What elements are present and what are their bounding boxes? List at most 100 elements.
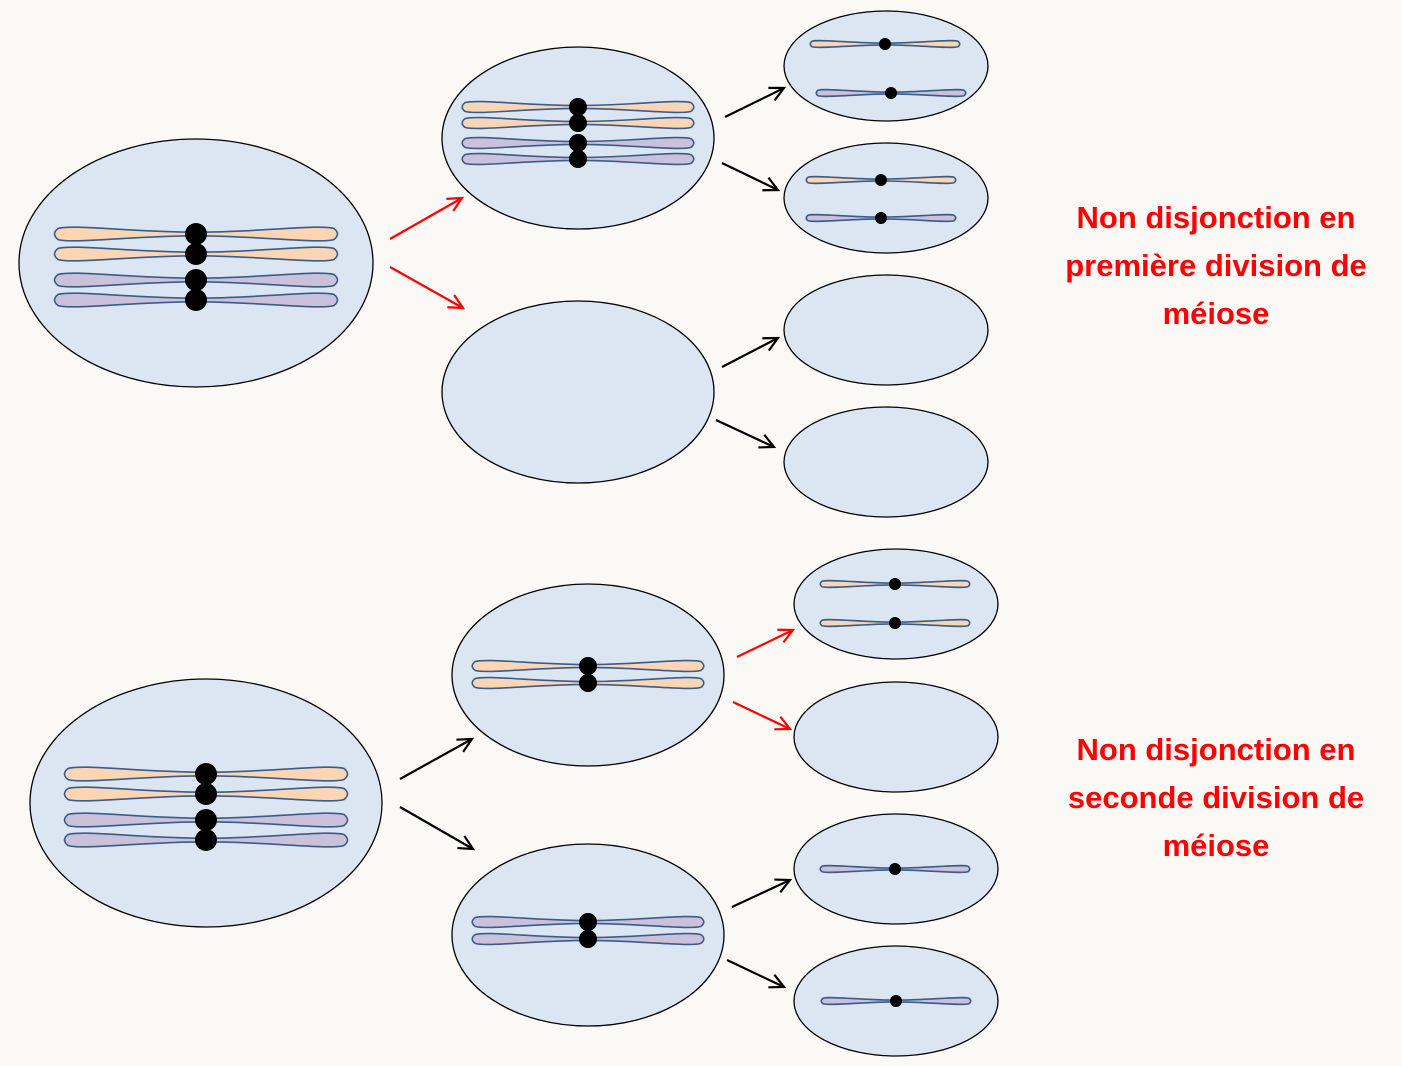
chromosome-arm-left — [53, 272, 197, 288]
centromere — [579, 913, 597, 931]
chromosome-orange-2 — [461, 114, 695, 132]
arrow-bottom-parent-to-lower — [399, 806, 476, 851]
cell-bottom-parent — [29, 678, 383, 928]
chromosome-arm-left — [471, 915, 589, 929]
second-division-label-line-1: Non disjonction en — [1076, 732, 1356, 767]
chromosome-purple-1 — [471, 913, 705, 931]
chromosome-arm-left — [805, 213, 882, 223]
chromosome-orange-2 — [819, 617, 971, 629]
cell-membrane — [793, 548, 999, 660]
chromosome-arm-right — [195, 226, 339, 242]
cell-top-parent — [18, 138, 374, 388]
chromosome-arm-left — [819, 579, 896, 589]
centromere — [195, 763, 217, 785]
chromosome-purple-1 — [819, 863, 971, 875]
chromosome-arm-left — [63, 766, 207, 782]
arrow-top-lower-to-g4 — [715, 419, 777, 449]
centromere — [195, 829, 217, 851]
arrow-top-parent-to-upper — [389, 196, 465, 240]
chromosome-arm-right — [890, 88, 967, 98]
cell-bottom-g2-empty — [793, 681, 999, 793]
chromosome-orange-2 — [63, 783, 349, 805]
cell-top-g2 — [783, 142, 989, 254]
cell-top-d1-lower-empty — [441, 300, 715, 484]
chromosome-arm-right — [577, 100, 695, 114]
first-division-label: Non disjonction en première division de … — [1026, 194, 1402, 338]
chromosome-purple-1 — [820, 995, 972, 1007]
chromosome-arm-left — [53, 246, 197, 262]
chromosome-arm-left — [63, 812, 207, 828]
centromere — [569, 134, 587, 152]
chromosome-arm-left — [461, 136, 579, 150]
chromosome-arm-right — [894, 618, 971, 628]
chromosome-arm-right — [195, 272, 339, 288]
cell-top-g3-empty — [783, 274, 989, 386]
centromere — [879, 38, 891, 50]
arrow-top-parent-to-lower — [389, 266, 466, 310]
centromere — [885, 87, 897, 99]
arrow-bottom-lower-to-g3 — [731, 878, 793, 908]
centromere — [185, 289, 207, 311]
chromosome-orange-2 — [53, 243, 339, 265]
chromosome-orange-1 — [471, 657, 705, 675]
first-division-label-line-2: première division de — [1065, 248, 1367, 283]
centromere — [579, 657, 597, 675]
chromosome-arm-right — [205, 766, 349, 782]
centromere — [185, 223, 207, 245]
chromosome-purple-2 — [815, 87, 967, 99]
cells-layer — [18, 10, 999, 1057]
centromere — [579, 930, 597, 948]
chromosome-arm-left — [63, 832, 207, 848]
centromere — [195, 783, 217, 805]
cell-membrane — [441, 300, 715, 484]
cell-bottom-g4 — [793, 945, 999, 1057]
centromere — [569, 150, 587, 168]
cell-membrane — [783, 274, 989, 386]
centromere — [185, 243, 207, 265]
chromosome-arm-right — [205, 786, 349, 802]
chromosome-arm-right — [587, 676, 705, 690]
chromosome-purple-3 — [461, 134, 695, 152]
second-division-label: Non disjonction en seconde division de m… — [1026, 726, 1402, 870]
cell-bottom-g3 — [793, 813, 999, 925]
chromosome-arm-right — [884, 39, 961, 49]
chromosome-arm-left — [820, 996, 897, 1006]
second-division-label-line-3: méiose — [1162, 828, 1270, 863]
cell-membrane — [793, 681, 999, 793]
cell-membrane — [783, 10, 989, 122]
chromosome-arm-left — [471, 659, 589, 673]
centromere — [875, 174, 887, 186]
cell-bottom-g1 — [793, 548, 999, 660]
chromosome-arm-left — [461, 100, 579, 114]
chromosome-arm-left — [471, 932, 589, 946]
cell-bottom-d1-upper — [451, 583, 725, 767]
chromosome-arm-left — [63, 786, 207, 802]
arrow-top-lower-to-g3 — [721, 336, 781, 368]
chromosome-orange-1 — [461, 98, 695, 116]
chromosome-orange-2 — [471, 674, 705, 692]
chromosome-orange-1 — [819, 578, 971, 590]
first-division-label-line-3: méiose — [1162, 296, 1270, 331]
arrow-bottom-parent-to-upper — [399, 737, 475, 780]
centromere — [579, 674, 597, 692]
chromosome-purple-3 — [53, 269, 339, 291]
centromere — [889, 863, 901, 875]
centromere — [195, 809, 217, 831]
chromosome-arm-right — [195, 246, 339, 262]
chromosome-arm-right — [205, 812, 349, 828]
chromosome-orange-1 — [805, 174, 957, 186]
chromosome-arm-left — [809, 39, 886, 49]
chromosome-arm-left — [805, 175, 882, 185]
arrow-bottom-lower-to-g4 — [726, 959, 787, 989]
chromosome-arm-right — [577, 116, 695, 130]
arrow-bottom-upper-to-g1 — [736, 628, 796, 658]
arrow-top-upper-to-g2 — [721, 162, 781, 192]
chromosome-arm-right — [894, 579, 971, 589]
centromere — [185, 269, 207, 291]
second-division-label-line-2: seconde division de — [1067, 780, 1365, 815]
chromosome-arm-left — [53, 226, 197, 242]
arrow-bottom-upper-to-g2 — [732, 701, 793, 731]
chromosome-arm-right — [894, 864, 971, 874]
chromosome-orange-1 — [53, 223, 339, 245]
